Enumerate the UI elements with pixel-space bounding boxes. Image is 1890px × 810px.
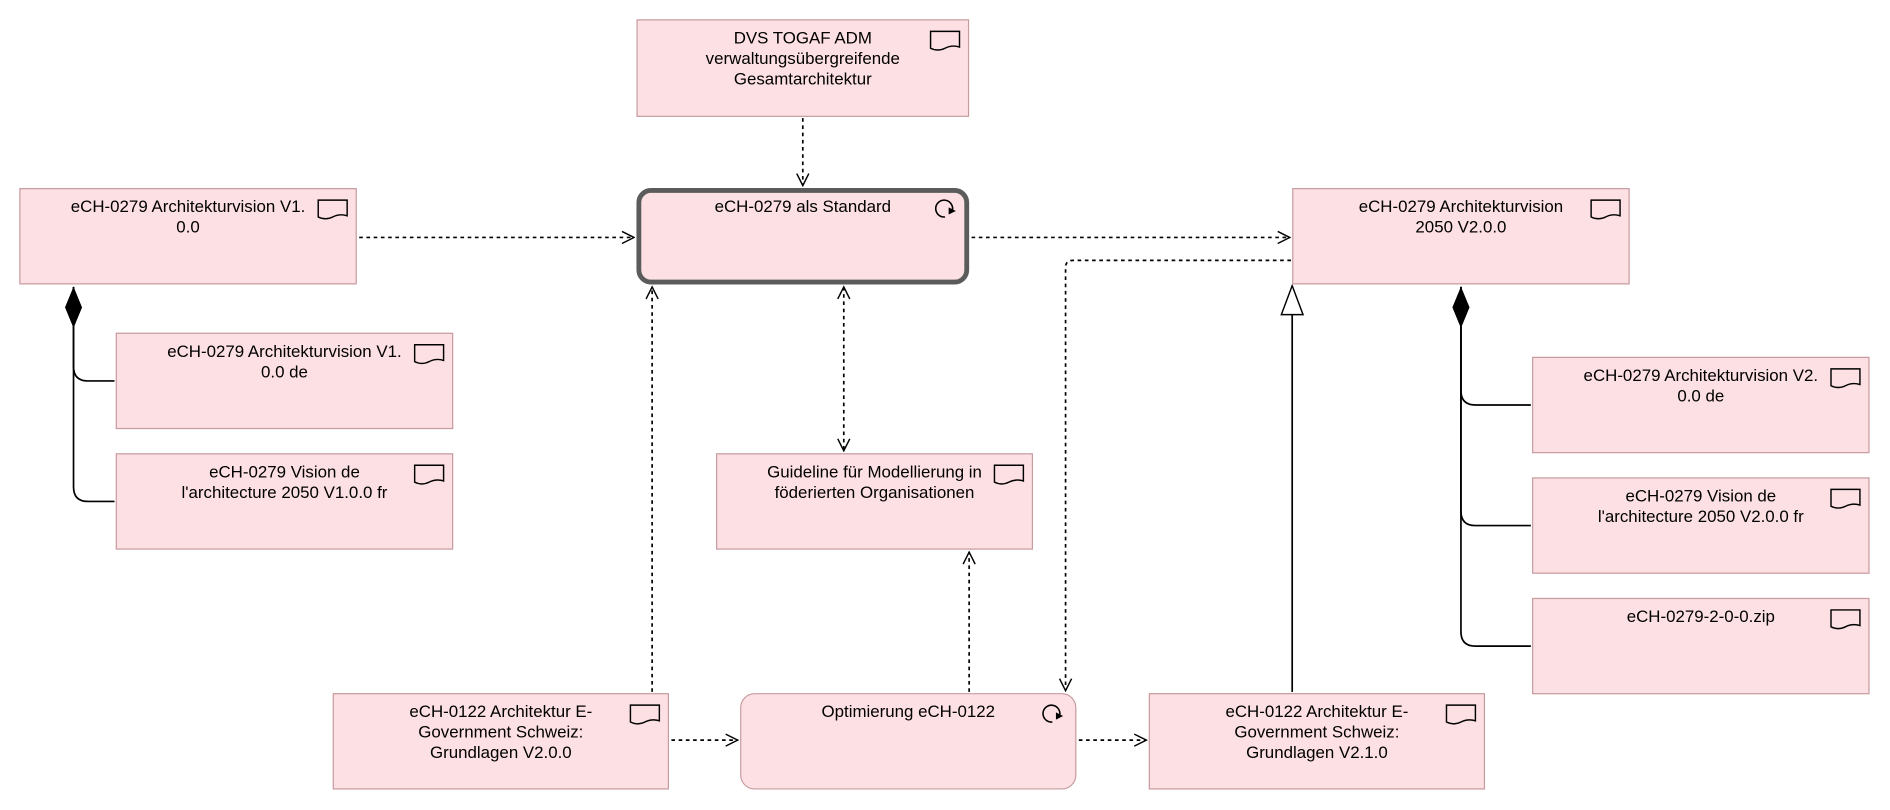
document-icon (1830, 609, 1861, 631)
relation-composition-vision-v1-to-vision-v1-de[interactable] (65, 286, 115, 382)
node-vision-v2[interactable]: eCH-0279 Architekturvision 2050 V2.0.0 (1292, 188, 1630, 285)
node-label: eCH-0279 Architekturvision 2050 V2.0.0 (1358, 196, 1564, 237)
node-label: eCH-0279 Architekturvision V1. 0.0 de (167, 341, 402, 381)
node-ech0122-v21[interactable]: eCH-0122 Architektur E- Government Schwe… (1148, 693, 1486, 790)
process-loop-icon (1037, 704, 1068, 726)
node-label: eCH-0279 Vision de l'architecture 2050 V… (181, 461, 388, 502)
document-icon (413, 464, 445, 486)
relation-composition-vision-v2-to-vision-v2-fr[interactable] (1452, 286, 1531, 527)
node-label: DVS TOGAF ADM verwaltungsübergreifende G… (705, 27, 900, 88)
node-zip[interactable]: eCH-0279-2-0-0.zip (1532, 597, 1870, 695)
node-label: Guideline für Modellierung in föderierte… (767, 461, 982, 502)
relation-composition-vision-v2-to-zip[interactable] (1452, 286, 1531, 647)
relation-access-vision-v2-to-optimierung[interactable] (1066, 259, 1291, 690)
document-icon (317, 199, 348, 221)
document-icon (993, 464, 1025, 486)
node-standard[interactable]: eCH-0279 als Standard (636, 188, 970, 285)
relation-composition-vision-v1-to-vision-v1-fr[interactable] (65, 286, 115, 503)
node-vision-v2-de[interactable]: eCH-0279 Architekturvision V2. 0.0 de (1532, 356, 1870, 454)
node-guideline[interactable]: Guideline für Modellierung in föderierte… (716, 453, 1034, 550)
node-optimierung[interactable]: Optimierung eCH-0122 (740, 693, 1077, 790)
document-icon (929, 30, 961, 52)
node-label: eCH-0279 Architekturvision V1. 0.0 (70, 196, 306, 237)
document-icon (1830, 368, 1861, 390)
node-vision-v1-de[interactable]: eCH-0279 Architekturvision V1. 0.0 de (115, 332, 454, 430)
node-label: eCH-0279 als Standard (714, 196, 891, 216)
node-vision-v1-fr[interactable]: eCH-0279 Vision de l'architecture 2050 V… (115, 453, 454, 550)
process-loop-icon (929, 199, 960, 221)
node-ech0122-v2[interactable]: eCH-0122 Architektur E- Government Schwe… (332, 693, 669, 790)
relation-composition-vision-v2-to-vision-v2-de[interactable] (1452, 286, 1531, 406)
node-label: eCH-0122 Architektur E- Government Schwe… (409, 701, 593, 762)
node-label: eCH-0122 Architektur E- Government Schwe… (1225, 701, 1409, 762)
document-icon (629, 704, 661, 726)
document-icon (413, 344, 445, 366)
node-label: eCH-0279-2-0-0.zip (1626, 606, 1775, 626)
node-label: eCH-0279 Architekturvision V2. 0.0 de (1583, 365, 1819, 406)
node-vision-v1[interactable]: eCH-0279 Architekturvision V1. 0.0 (19, 188, 357, 285)
node-label: eCH-0279 Vision de l'architecture 2050 V… (1597, 485, 1804, 526)
node-vision-v2-fr[interactable]: eCH-0279 Vision de l'architecture 2050 V… (1532, 477, 1870, 574)
node-label: Optimierung eCH-0122 (821, 701, 996, 721)
document-icon (1445, 704, 1477, 726)
node-dvs-togaf[interactable]: DVS TOGAF ADM verwaltungsübergreifende G… (636, 19, 970, 117)
document-icon (1590, 199, 1621, 221)
document-icon (1830, 488, 1861, 510)
